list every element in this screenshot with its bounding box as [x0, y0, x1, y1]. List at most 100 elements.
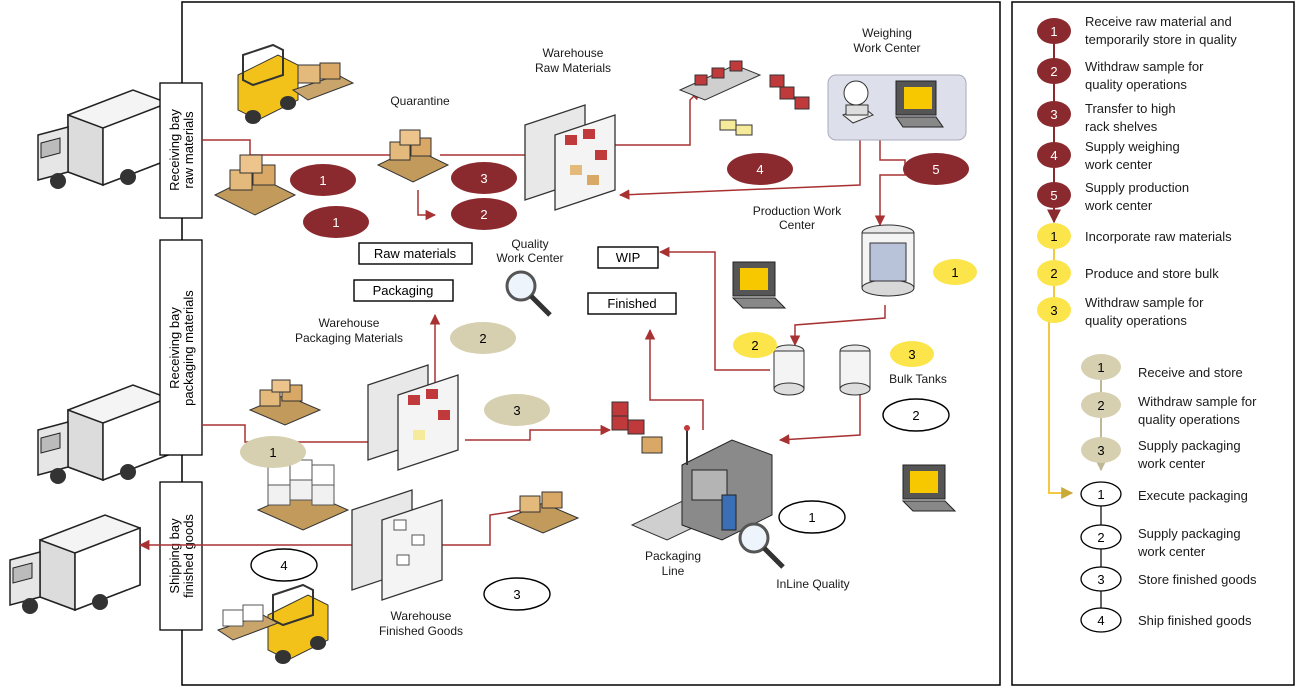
box-raw-materials-label: Raw materials — [374, 246, 457, 261]
bay-pack-label-1: Receiving bay — [167, 307, 182, 389]
legend-text: Withdraw sample for — [1085, 295, 1204, 310]
box-packaging — [353, 279, 454, 302]
truck-icon — [37, 384, 169, 484]
badge-tan: 3 — [484, 394, 550, 426]
badge-label: 2 — [479, 331, 486, 346]
legend-red-item: 5 Supply production work center — [1037, 180, 1189, 213]
badge-white: 2 — [882, 398, 950, 432]
label-wh-fg-1: Warehouse — [391, 609, 452, 623]
legend-num: 1 — [1050, 24, 1057, 39]
bay-raw-label-1: Receiving bay — [167, 109, 182, 191]
label-prod-2: Center — [779, 218, 815, 232]
bay-ship-label-2: finished goods — [181, 514, 196, 598]
legend-text: quality operations — [1138, 412, 1240, 427]
label-bulk-tanks: Bulk Tanks — [889, 372, 947, 386]
badge-red: 2 — [451, 198, 517, 230]
badge-label: 2 — [912, 408, 919, 423]
legend-text: Receive and store — [1138, 365, 1243, 380]
legend-tan-item: 3 Supply packaging work center — [1081, 437, 1241, 471]
badge-label: 3 — [513, 587, 520, 602]
legend-text: quality operations — [1085, 313, 1187, 328]
bay-pack-box — [159, 239, 203, 456]
legend-num: 3 — [1050, 303, 1057, 318]
legend-white-item: 1 Execute packaging — [1080, 481, 1248, 507]
badge-label: 4 — [756, 162, 763, 177]
legend-text: rack shelves — [1085, 119, 1158, 134]
forklift-icon — [237, 43, 355, 124]
packaging-line-icon — [630, 425, 773, 541]
box-finished — [587, 292, 677, 315]
badge-white: 3 — [483, 577, 551, 611]
legend-red-item: 2 Withdraw sample for quality operations — [1037, 58, 1204, 92]
legend-num: 3 — [1097, 443, 1104, 458]
label-wh-raw-1: Warehouse — [543, 46, 604, 60]
legend-num: 2 — [1050, 266, 1057, 281]
legend-tan-item: 2 Withdraw sample for quality operations — [1081, 392, 1257, 427]
badge-label: 3 — [908, 347, 915, 362]
box-packaging-label: Packaging — [373, 283, 434, 298]
label-wh-raw-2: Raw Materials — [535, 61, 611, 75]
box-finished-label: Finished — [607, 296, 656, 311]
label-wh-pack-2: Packaging Materials — [295, 331, 403, 345]
bay-raw-label-2: raw materials — [181, 111, 196, 189]
truck-icon — [9, 514, 141, 614]
label-quality-2: Work Center — [496, 251, 563, 265]
legend-num: 1 — [1097, 487, 1104, 502]
legend-text: Execute packaging — [1138, 488, 1248, 503]
pallet-boxes-icon — [213, 154, 297, 216]
label-inline-quality: InLine Quality — [776, 577, 849, 591]
legend-text: work center — [1137, 456, 1206, 471]
computer-icon — [731, 261, 787, 309]
legend-white-item: 4 Ship finished goods — [1080, 607, 1252, 633]
badge-label: 3 — [513, 403, 520, 418]
badge-white: 4 — [250, 548, 318, 582]
legend-tan-item: 1 Receive and store — [1081, 354, 1243, 380]
label-weigh-1: Weighing — [862, 26, 912, 40]
legend-text: Incorporate raw materials — [1085, 229, 1232, 244]
shelf-raw-icon — [524, 104, 616, 211]
legend-text: Supply packaging — [1138, 526, 1241, 541]
bay-pack-label-2: packaging materials — [181, 290, 196, 406]
box-stack-icon — [611, 401, 663, 454]
weighing-station-icon — [827, 74, 967, 141]
legend-text: Receive raw material and — [1085, 14, 1232, 29]
badge-label: 1 — [319, 173, 326, 188]
pallet-fg-icon — [506, 491, 580, 534]
legend-text: Supply production — [1085, 180, 1189, 195]
legend-red-item: 1 Receive raw material and temporarily s… — [1037, 14, 1237, 47]
badge-yellow: 1 — [933, 259, 977, 285]
legend-text: Withdraw sample for — [1085, 59, 1204, 74]
label-pack-line-1: Packaging — [645, 549, 701, 563]
legend-red-item: 4 Supply weighing work center — [1037, 139, 1180, 172]
shelf-fg-icon — [351, 489, 443, 601]
legend-num: 1 — [1050, 229, 1057, 244]
legend-text: Transfer to high — [1085, 101, 1176, 116]
box-wip-label: WIP — [616, 250, 641, 265]
badge-label: 2 — [480, 207, 487, 222]
legend-text: Supply packaging — [1138, 438, 1241, 453]
badge-red: 5 — [903, 153, 969, 185]
magnifier-icon — [505, 270, 552, 317]
bay-ship-label-1: Shipping bay — [167, 518, 182, 594]
legend-text: work center — [1084, 157, 1153, 172]
label-quality-1: Quality — [511, 237, 548, 251]
legend-yellow-item: 2 Produce and store bulk — [1037, 260, 1219, 286]
legend-text: Supply weighing — [1085, 139, 1180, 154]
label-weigh-2: Work Center — [853, 41, 920, 55]
badge-red: 1 — [290, 164, 356, 196]
legend-text: Ship finished goods — [1138, 613, 1252, 628]
badge-label: 2 — [751, 338, 758, 353]
legend-yellow-item: 3 Withdraw sample for quality operations — [1037, 295, 1204, 328]
badge-red: 1 — [303, 206, 369, 238]
badge-tan: 2 — [450, 322, 516, 354]
legend-red-item: 3 Transfer to high rack shelves — [1037, 101, 1176, 134]
pallet-pack-icon — [248, 379, 322, 426]
flow-lines — [138, 89, 906, 551]
badge-label: 1 — [269, 445, 276, 460]
reactor-icon — [861, 224, 915, 297]
legend-text: work center — [1137, 544, 1206, 559]
legend-num: 3 — [1050, 107, 1057, 122]
bulk-tank-icon — [839, 344, 871, 396]
conveyor-raw-icon — [678, 60, 810, 136]
